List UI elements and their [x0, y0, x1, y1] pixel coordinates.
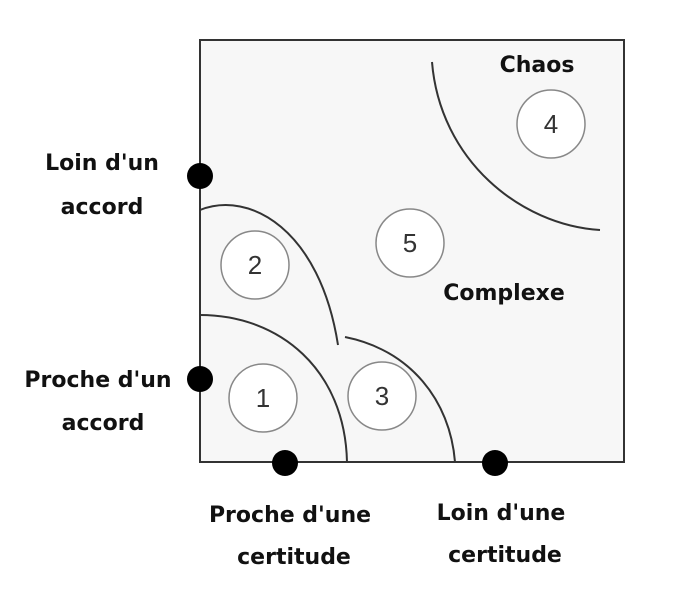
- near-agreement-marker: [187, 366, 213, 392]
- far-certainty-label-line2: certitude: [448, 543, 562, 568]
- zone-5-number: 5: [403, 228, 417, 258]
- chaos-zone-boundary: [431, 61, 601, 231]
- far-certainty-label-line1: Loin d'une: [437, 501, 566, 526]
- zone-1-number: 1: [256, 383, 270, 413]
- zone-3-number: 3: [375, 381, 389, 411]
- simple-zone-boundary: [199, 314, 348, 463]
- near-certainty-marker: [272, 450, 298, 476]
- near-certainty-label-line1: Proche d'une: [209, 503, 371, 528]
- zone-4: 4: [516, 89, 586, 159]
- near-agreement-label-line2: accord: [62, 411, 145, 436]
- chaos-label: Chaos: [500, 53, 575, 78]
- near-certainty-label-line2: certitude: [237, 545, 351, 570]
- complex-label: Complexe: [443, 281, 565, 306]
- far-agreement-label-line2: accord: [61, 195, 144, 220]
- far-certainty-marker: [482, 450, 508, 476]
- far-agreement-label-line1: Loin d'un: [45, 151, 159, 176]
- agreement-zone-boundary: [199, 204, 339, 346]
- zone-2-number: 2: [248, 250, 262, 280]
- zone-4-number: 4: [544, 109, 558, 139]
- far-agreement-marker: [187, 163, 213, 189]
- zone-5: 5: [375, 208, 445, 278]
- zone-2: 2: [220, 230, 290, 300]
- certainty-zone-boundary: [344, 336, 456, 463]
- zone-3: 3: [347, 361, 417, 431]
- near-agreement-label-line1: Proche d'un: [24, 368, 171, 393]
- zone-1: 1: [228, 363, 298, 433]
